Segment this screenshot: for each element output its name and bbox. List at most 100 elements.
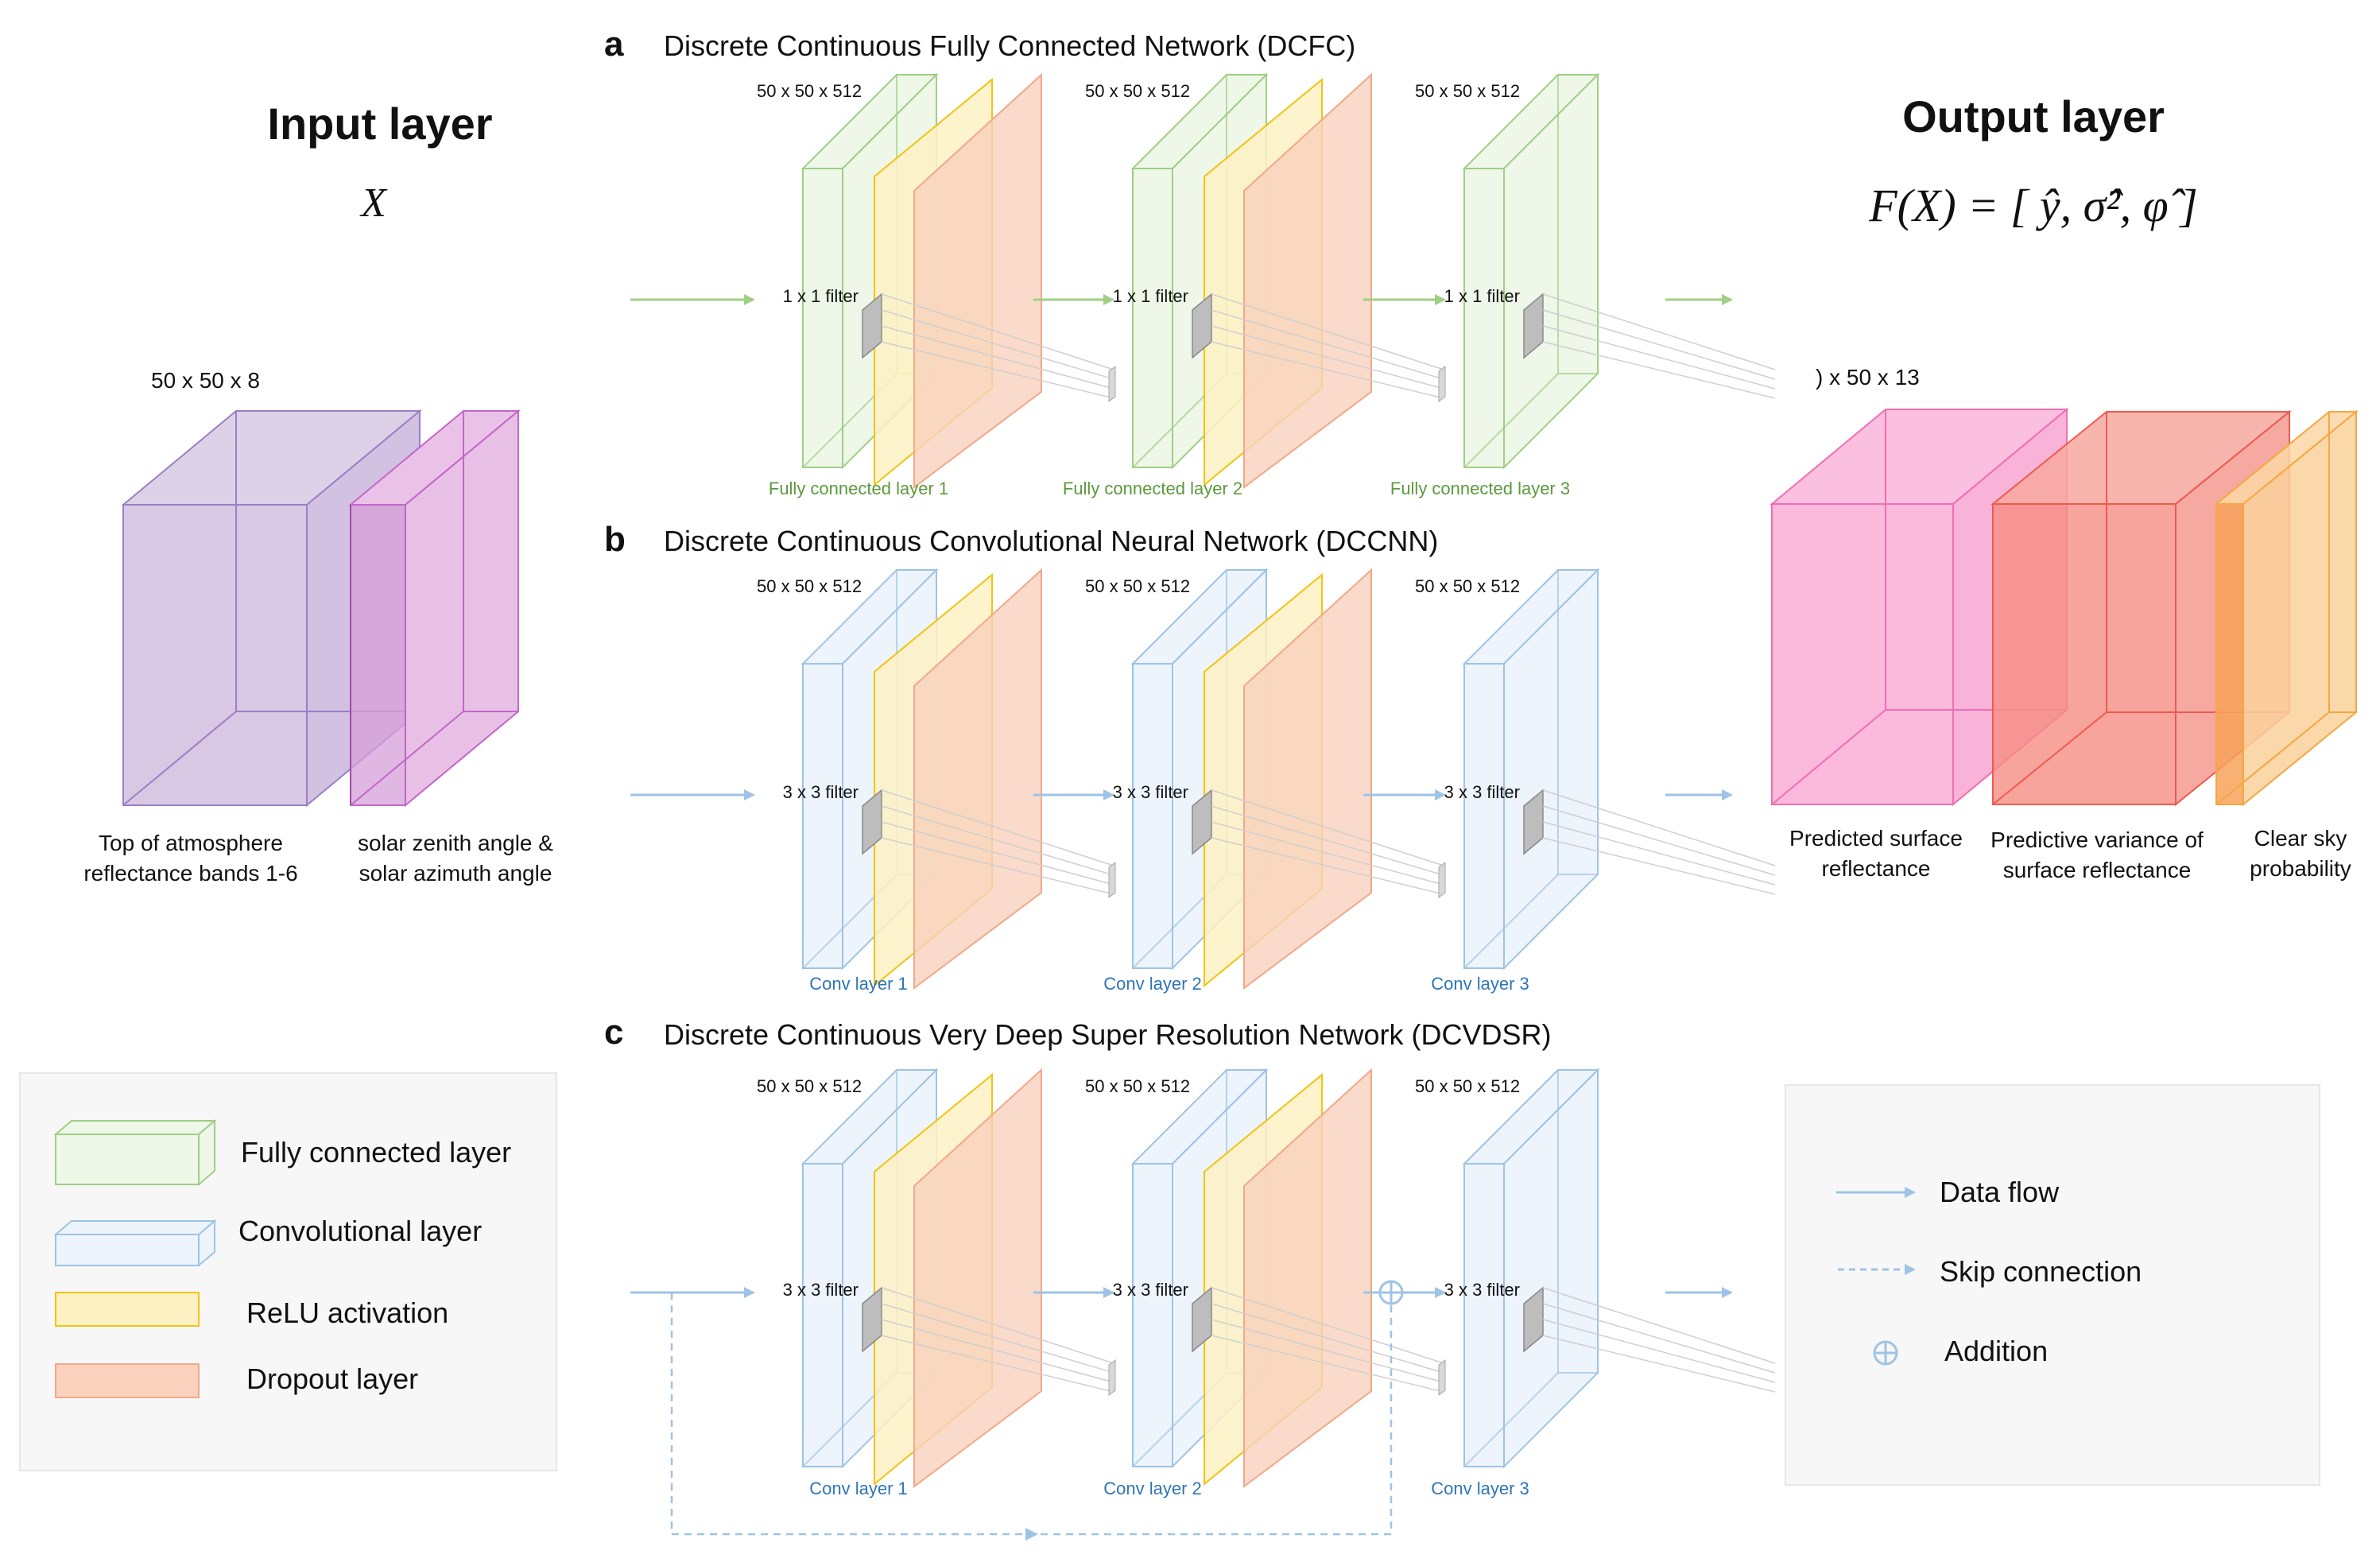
legend-label-conv: Convolutional layer — [238, 1215, 482, 1247]
filter-projection — [1542, 1319, 1776, 1383]
filter-output-patch — [1108, 1359, 1116, 1396]
output-caption-3-line2: probability — [2250, 856, 2351, 881]
skip-arrowhead — [1025, 1528, 1038, 1541]
filter-projection — [1542, 821, 1776, 886]
stage-layer-label: Fully connected layer 2 — [1063, 479, 1242, 498]
legend-label-addition: Addition — [1944, 1335, 2048, 1367]
filter-projection — [881, 805, 1114, 876]
filter-projection — [1542, 293, 1776, 370]
filter-projection — [881, 837, 1114, 895]
filter-projection — [1542, 325, 1776, 390]
output-layer-section: Output layer F(X) = [ ŷ, σ̂², φ̂ ] ) x 5… — [1769, 91, 2359, 882]
stage-block-front — [802, 1163, 843, 1467]
stage-dims-label: 50 x 50 x 512 — [757, 1076, 862, 1096]
stage-layer-label: Conv layer 1 — [809, 974, 908, 994]
filter-output-patch — [1438, 1359, 1446, 1396]
filter-projection — [1542, 341, 1776, 399]
panel-c-title: Discrete Continuous Very Deep Super Reso… — [664, 1018, 1551, 1051]
stage-dims-label: 50 x 50 x 512 — [757, 81, 862, 101]
stage-dims-label: 50 x 50 x 512 — [1415, 576, 1520, 596]
filter-projection — [881, 1287, 1114, 1364]
panel-a-letter: a — [604, 25, 624, 64]
filter-projection — [1211, 821, 1444, 886]
filter-projection — [881, 1303, 1114, 1374]
stage-layer-label: Conv layer 3 — [1431, 974, 1529, 994]
legend-flow: Data flow Skip connection Addition — [1785, 1084, 2320, 1486]
stage-filter-label: 1 x 1 filter — [783, 286, 859, 306]
input-caption-angles-line2: solar azimuth angle — [359, 861, 552, 886]
filter-projection — [881, 341, 1114, 399]
filter-projection — [1211, 1319, 1444, 1383]
panel-c-letter: c — [604, 1013, 623, 1052]
output-block-clearsky — [2214, 409, 2359, 807]
stage-block-edge — [1463, 373, 1559, 468]
input-layer-title: Input layer — [267, 99, 492, 149]
dropout-plane — [1243, 568, 1372, 990]
circled-plus-icon — [1873, 1340, 1898, 1366]
filter-projection — [881, 325, 1114, 390]
input-caption-toa-line1: Top of atmosphere — [99, 831, 283, 855]
filter-projection — [1211, 1287, 1444, 1364]
filter-projection — [1542, 1335, 1776, 1393]
stage-layer-label: Conv layer 1 — [809, 1479, 908, 1498]
stage-block-edge — [1463, 874, 1559, 969]
filter-projection — [1211, 293, 1444, 370]
input-caption-toa-line2: reflectance bands 1-6 — [83, 861, 297, 886]
filter-output-patch — [1438, 366, 1446, 402]
input-caption-angles-line1: solar zenith angle & — [358, 831, 553, 855]
yellow-rect-icon — [55, 1292, 200, 1327]
filter-projection — [1211, 325, 1444, 390]
output-layer-title: Output layer — [1902, 91, 2165, 141]
filter-projection — [881, 821, 1114, 886]
filter-projection — [1211, 309, 1444, 380]
stage-layer-label: Fully connected layer 1 — [769, 479, 948, 498]
legend-label-dropout: Dropout layer — [246, 1362, 418, 1395]
filter-projection — [1211, 341, 1444, 399]
filter-projection — [881, 1335, 1114, 1393]
legend-label-skip: Skip connection — [1940, 1255, 2142, 1288]
filter-output-patch — [1108, 862, 1116, 898]
filter-output-patch — [1438, 862, 1446, 898]
stage-dims-label: 50 x 50 x 512 — [1415, 81, 1520, 101]
stage-layer-label: Conv layer 3 — [1431, 1479, 1529, 1498]
stage-block-front — [802, 663, 843, 969]
output-caption-2-line1: Predictive variance of — [1990, 828, 2204, 852]
stage-filter-label: 3 x 3 filter — [1113, 782, 1188, 802]
input-layer-section: Input layer X 50 x 50 x 8 Top of atmosph… — [83, 99, 553, 886]
stage-dims-label: 50 x 50 x 512 — [1085, 81, 1190, 101]
legend-flow-box — [1785, 1084, 2320, 1486]
output-caption-3-line1: Clear sky — [2254, 826, 2347, 851]
dropout-plane — [1243, 1068, 1372, 1488]
output-caption-2-line2: surface reflectance — [2003, 858, 2192, 882]
orange-rect-icon — [55, 1363, 200, 1398]
legend-label-relu: ReLU activation — [246, 1296, 448, 1329]
legend-label-fc: Fully connected layer — [241, 1136, 511, 1169]
filter-projection — [881, 1319, 1114, 1383]
dropout-plane — [913, 568, 1042, 990]
stage-dims-label: 50 x 50 x 512 — [757, 576, 862, 596]
filter-projection — [1211, 1303, 1444, 1374]
stage-filter-label: 1 x 1 filter — [1113, 286, 1188, 306]
stage-filter-label: 3 x 3 filter — [1113, 1280, 1188, 1300]
stage-filter-label: 3 x 3 filter — [783, 782, 859, 802]
stage-block-front — [1463, 168, 1505, 468]
dropout-plane — [913, 1068, 1042, 1488]
filter-projection — [1211, 1335, 1444, 1393]
filter-projection — [881, 789, 1114, 866]
addition-node — [1378, 1280, 1404, 1305]
output-caption-1-line1: Predicted surface — [1789, 826, 1963, 851]
filter-projection — [1542, 309, 1776, 380]
dropout-plane — [1243, 72, 1372, 489]
stage-filter-label: 1 x 1 filter — [1444, 286, 1520, 306]
